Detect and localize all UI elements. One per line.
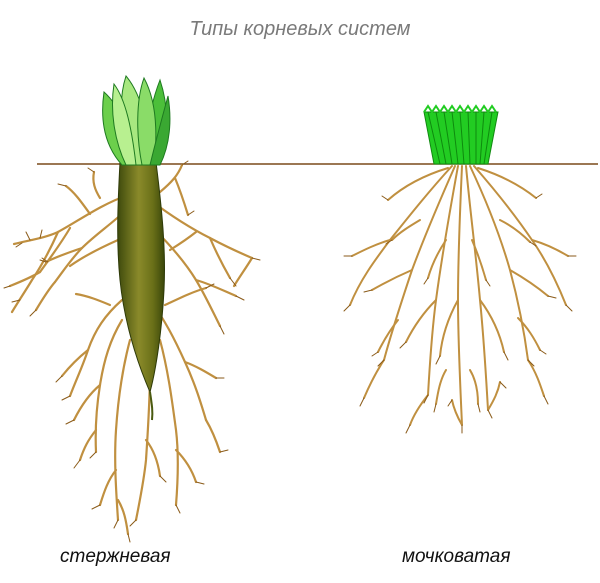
taproot-root-hairs: [3, 160, 261, 543]
fibrous-root-hairs: [343, 193, 577, 434]
fibrous-roots: [349, 165, 569, 426]
taproot-plant-leaves: [102, 74, 171, 166]
fibrous-grass-tuft: [423, 104, 499, 165]
fibrous-label: мочковатая: [402, 546, 511, 567]
diagram-title: Типы корневых систем: [189, 18, 411, 40]
taproot-system: [3, 74, 261, 543]
taproot-main-root: [117, 161, 166, 394]
taproot-label: стержневая: [60, 546, 171, 567]
taproot-lateral-roots: [8, 163, 254, 536]
fibrous-system: [343, 104, 577, 434]
